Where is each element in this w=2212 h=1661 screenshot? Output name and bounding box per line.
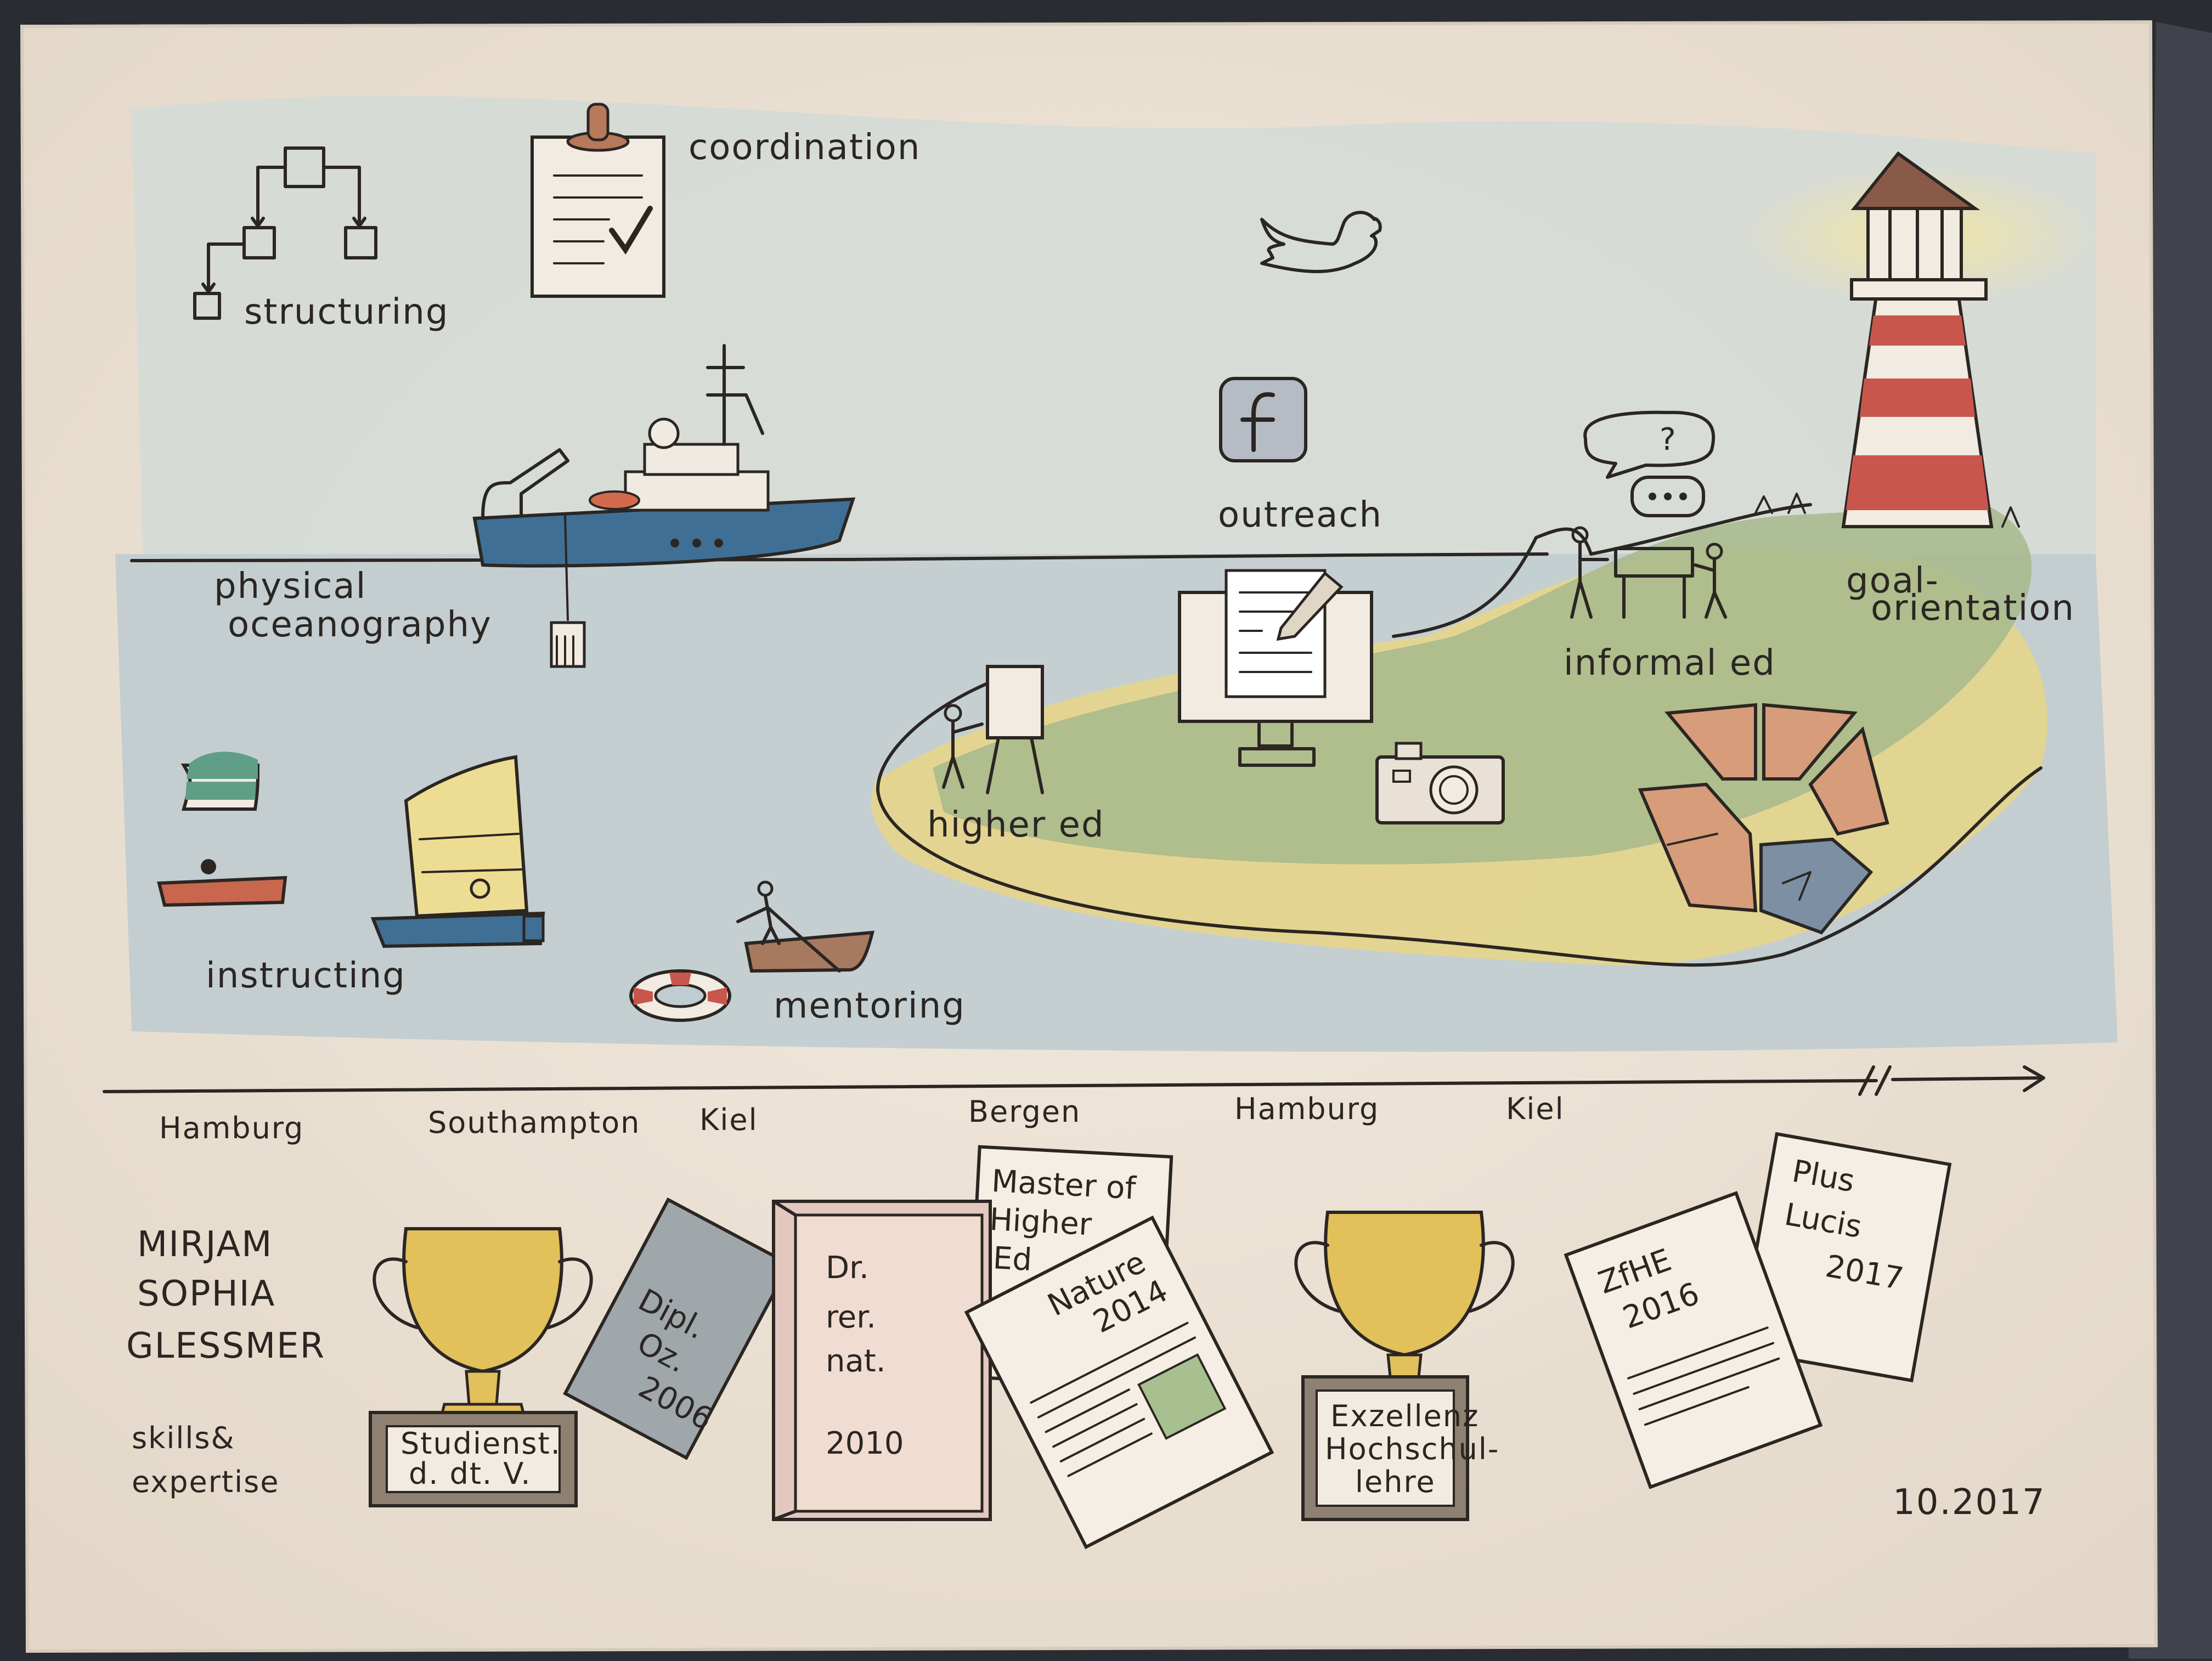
physical-label: physical — [214, 566, 366, 607]
trophy2-plaque-line1: Exzellenz — [1330, 1399, 1479, 1433]
plus-lucis-paper-icon: Plus Lucis 2017 — [1736, 1132, 1952, 1383]
coordination-label: coordination — [689, 127, 921, 168]
trophy2-plaque-line3: lehre — [1355, 1465, 1436, 1499]
trophy1-plaque-line2: d. dt. V. — [409, 1456, 532, 1491]
master-line1: Master of — [991, 1163, 1137, 1207]
zfhe-paper-icon: ZfHE 2016 — [1564, 1191, 1823, 1489]
life-ring-icon — [629, 969, 731, 1022]
question-mark: ? — [1660, 422, 1676, 457]
higher-ed-label: higher ed — [927, 805, 1105, 845]
dr-line2: rer. — [826, 1300, 876, 1335]
timeline-place: Hamburg — [1234, 1092, 1379, 1126]
trophy2-plaque-line2: Hochschul- — [1325, 1432, 1499, 1466]
orientation-label: orientation — [1871, 588, 2075, 629]
dr-thesis-book-icon — [772, 1200, 992, 1521]
lighthouse-icon — [1739, 151, 2101, 528]
oceanography-label: oceanography — [228, 604, 492, 645]
sailboat-icon — [370, 755, 545, 948]
facebook-icon — [1219, 377, 1307, 462]
clipboard-icon — [531, 103, 665, 298]
mentoring-label: mentoring — [774, 986, 966, 1026]
org-chart-icon — [193, 146, 377, 320]
informal-ed-label: informal ed — [1564, 643, 1776, 683]
pentagon-logo-icon — [1638, 703, 1889, 935]
diploma-book-icon: Dipl. Oz. 2006 — [563, 1197, 792, 1460]
sailboat-icon — [157, 752, 287, 907]
dr-line1: Dr. — [826, 1250, 869, 1286]
dr-year: 2010 — [826, 1426, 904, 1461]
structuring-label: structuring — [244, 292, 449, 332]
timeline-place: Kiel — [1506, 1092, 1565, 1126]
research-ship-icon — [472, 344, 856, 668]
timeline-place: Hamburg — [159, 1111, 304, 1145]
goal-label: goal- — [1846, 561, 1939, 601]
teacher-easel-icon — [942, 665, 1044, 794]
trophy1-plaque-line1: Studienst. — [400, 1426, 561, 1461]
trophy-icon — [1294, 1211, 1515, 1521]
author-subtitle-line2: expertise — [132, 1465, 279, 1499]
author-name-line3: GLESSMER — [126, 1326, 325, 1366]
timeline-place: Bergen — [968, 1094, 1081, 1129]
author-name-line2: SOPHIA — [137, 1274, 275, 1314]
twitter-bird-icon — [1260, 211, 1382, 273]
computer-icon — [1178, 569, 1373, 767]
trophy-icon — [369, 1227, 593, 1507]
speech-bubbles-icon: ? — [1583, 410, 1716, 517]
timeline-place: Southampton — [428, 1105, 640, 1140]
instructing-label: instructing — [206, 956, 406, 996]
camera-icon — [1375, 742, 1505, 824]
sketch-date: 10.2017 — [1893, 1482, 2046, 1523]
master-line3: Ed — [992, 1240, 1032, 1278]
timeline-place: Kiel — [699, 1103, 758, 1137]
author-subtitle-line1: skills& — [132, 1421, 235, 1455]
author-name-line1: MIRJAM — [137, 1224, 273, 1265]
people-table-icon — [1570, 526, 1727, 619]
outreach-label: outreach — [1218, 495, 1383, 535]
rowboat-icon — [736, 880, 874, 973]
timeline-axis — [103, 1065, 2045, 1096]
dr-line3: nat. — [826, 1343, 886, 1379]
master-line2: Higher — [989, 1202, 1093, 1243]
